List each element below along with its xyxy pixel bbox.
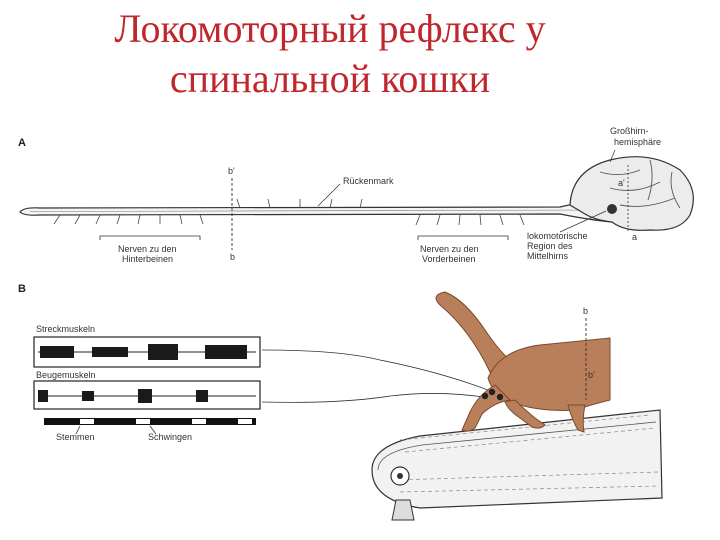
locomotor-region-dot (607, 204, 617, 214)
label-region-1: lokomotorische (527, 231, 588, 241)
step-phase-bar (44, 418, 256, 425)
label-hind-nerves-2: Hinterbeinen (122, 254, 173, 264)
label-cut-b: b (230, 252, 235, 262)
label-cerebrum: Großhirn- (610, 126, 649, 136)
electrode-wire-2 (261, 393, 491, 403)
label-b-cut-bottom: b' (588, 370, 595, 380)
panel-b-letter: B (18, 283, 26, 295)
label-cut-b-prime: b' (228, 166, 235, 176)
label-fore-nerves-2: Vorderbeinen (422, 254, 476, 264)
spinal-cat (435, 291, 611, 433)
label-hemisphere: hemisphäre (614, 137, 661, 147)
title-line-2: спинальной кошки (169, 56, 491, 101)
flexor-trace-box (33, 380, 261, 410)
label-cut-a: a (632, 232, 637, 242)
bracket-fore (417, 235, 509, 240)
label-stance: Stemmen (56, 432, 95, 442)
title-line-1: Локомоторный рефлекс у (114, 6, 546, 51)
label-cut-a-prime: a' (618, 178, 625, 188)
bracket-hind (99, 235, 201, 240)
label-fore-nerves-1: Nerven zu den (420, 244, 479, 254)
electrode-wire-1 (261, 349, 489, 391)
extensor-trace (38, 344, 256, 360)
panel-a-letter: A (18, 137, 26, 149)
label-region-3: Mittelhirns (527, 251, 569, 261)
label-swing: Schwingen (148, 432, 192, 442)
label-b-cut-top: b (583, 306, 588, 316)
label-hind-nerves-1: Nerven zu den (118, 244, 177, 254)
label-spinal-cord: Rückenmark (343, 176, 394, 186)
flexor-trace (38, 389, 256, 403)
label-flexors: Beugemuskeln (36, 370, 96, 380)
label-region-2: Region des (527, 241, 573, 251)
brain (569, 156, 694, 232)
treadmill (371, 409, 663, 521)
spinal-cord (19, 197, 613, 226)
slide-title: Локомоторный рефлекс у спинальной кошки (0, 4, 660, 104)
label-extensors: Streckmuskeln (36, 324, 95, 334)
